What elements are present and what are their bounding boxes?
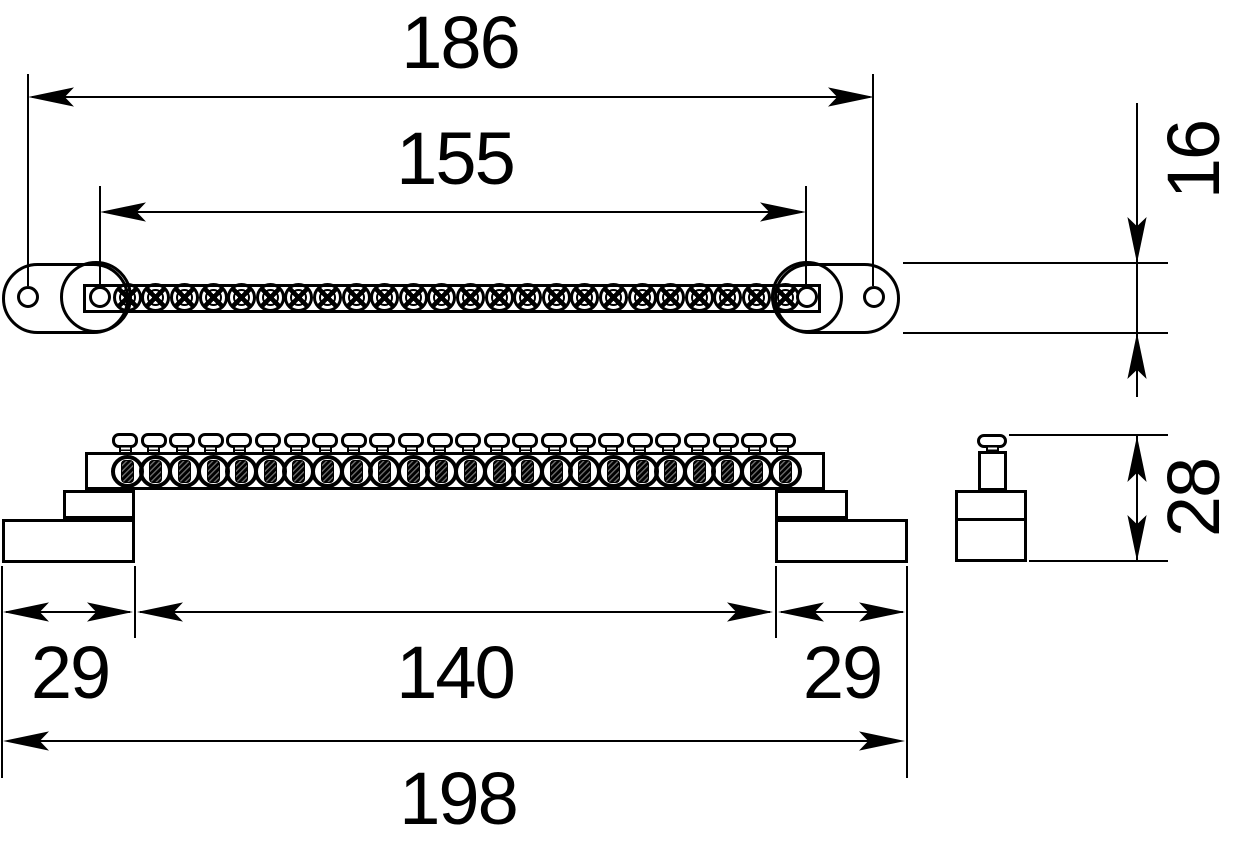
screw-head-top-icon [141, 282, 171, 312]
ext-line [1, 566, 3, 778]
ext-line [903, 262, 1168, 264]
screw-thread-icon [547, 446, 561, 454]
ext-line [27, 74, 29, 286]
screw-thread-icon [661, 446, 675, 454]
ext-line [805, 186, 807, 286]
screw-thread-icon [204, 446, 218, 454]
screw-head-top-icon [398, 282, 428, 312]
dim-line [32, 96, 870, 98]
screw-head-top-icon [255, 282, 285, 312]
dim-line [6, 611, 130, 613]
screw-thread-icon [461, 446, 475, 454]
dim-29-right-label: 29 [802, 631, 883, 714]
screw-head-top-icon [684, 282, 714, 312]
screw-head-top-icon [170, 282, 199, 312]
left-foot [2, 519, 135, 563]
screw-thread-icon [375, 446, 389, 454]
screw-head-top-icon [484, 282, 514, 312]
screw-thread-icon [175, 446, 189, 454]
ext-line [134, 566, 136, 638]
dim-28-label: 28 [1152, 458, 1235, 538]
side-body-divider [955, 518, 1027, 521]
screw-thread-icon [604, 446, 618, 454]
side-body [955, 490, 1027, 562]
dim-155-label: 155 [396, 117, 515, 200]
side-neck [978, 451, 1007, 491]
screw-thread-icon [747, 446, 761, 454]
side-screw-thread [986, 446, 999, 454]
screw-thread-icon [404, 446, 418, 454]
mount-hole-inner-right [796, 286, 818, 308]
screw-thread-icon [690, 446, 704, 454]
screw-head-top-icon [570, 282, 600, 312]
screw-thread-icon [261, 446, 275, 454]
ext-line [903, 332, 1168, 334]
screw-thread-icon [719, 446, 733, 454]
screw-head-top-icon [456, 282, 485, 312]
screw-thread-icon [518, 446, 532, 454]
dim-140-label: 140 [396, 631, 515, 714]
mount-hole-inner-left [89, 286, 111, 308]
screw-head-top-icon [541, 282, 571, 312]
screw-head-top-icon [599, 282, 628, 312]
screw-hole-front-icon [168, 455, 201, 488]
dim-186-label: 186 [401, 1, 520, 84]
screw-thread-icon [347, 446, 361, 454]
screw-head-top-icon [427, 282, 457, 312]
screw-thread-icon [776, 446, 790, 454]
screw-head-top-icon [656, 282, 686, 312]
mount-hole-outer-right [863, 286, 885, 308]
screw-thread-icon [118, 446, 132, 454]
screw-thread-icon [433, 446, 447, 454]
screw-thread-icon [490, 446, 504, 454]
screw-head-top-icon [341, 282, 371, 312]
screw-head-top-icon [627, 282, 657, 312]
dim-line [781, 611, 903, 613]
ext-line [872, 74, 874, 286]
screw-thread-icon [633, 446, 647, 454]
right-foot [775, 519, 908, 563]
screw-head-top-icon [713, 282, 743, 312]
dim-line [8, 740, 900, 742]
screw-head-top-icon [370, 282, 400, 312]
right-step [775, 490, 848, 519]
screw-thread-icon [147, 446, 161, 454]
screw-head-top-icon [742, 282, 771, 312]
mount-hole-outer-left [17, 286, 39, 308]
left-step [63, 490, 135, 519]
screw-head-top-icon [284, 282, 314, 312]
dim-line [104, 211, 802, 213]
screw-head-top-icon [112, 282, 142, 312]
dim-line [140, 611, 770, 613]
ext-line [1009, 434, 1168, 436]
ext-line [99, 186, 101, 286]
dim-line [1136, 435, 1138, 561]
screw-head-top-icon [227, 282, 257, 312]
screw-hole-front-icon [768, 455, 802, 488]
screw-thread-icon [318, 446, 332, 454]
ext-line [906, 566, 908, 778]
dim-29-left-label: 29 [30, 631, 111, 714]
screw-head-top-icon [513, 282, 543, 312]
dim-198-label: 198 [399, 757, 518, 840]
dim-16-label: 16 [1152, 120, 1235, 200]
ext-line [775, 566, 777, 638]
screw-thread-icon [576, 446, 590, 454]
screw-head-top-icon [313, 282, 342, 312]
screw-head-top-icon [198, 282, 228, 312]
screw-thread-icon [290, 446, 304, 454]
busbar-front [85, 452, 825, 490]
screw-thread-icon [232, 446, 246, 454]
ext-line [1029, 560, 1168, 562]
screw-hole-front-icon [196, 455, 230, 488]
